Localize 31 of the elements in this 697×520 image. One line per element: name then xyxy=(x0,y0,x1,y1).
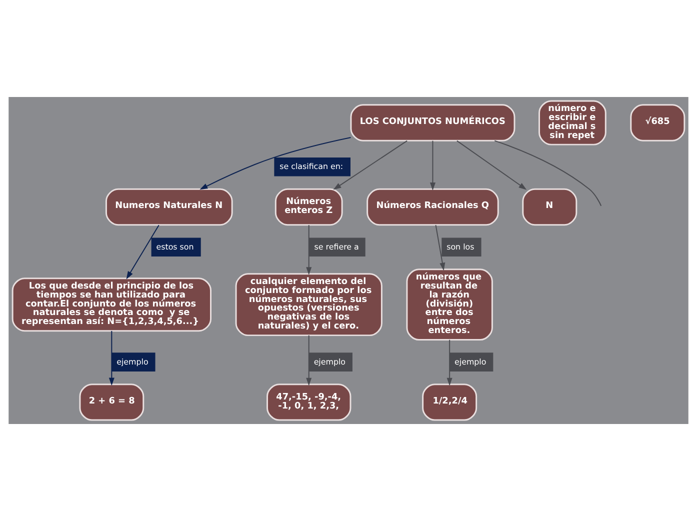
node-box: Números Racionales Q xyxy=(366,188,499,226)
node-box: Los que desde el principio de los tiempos se han utilizado para contar.El conjunto de los números naturales se denota como y se representan así: N={1,2,3,4,5,6...} xyxy=(12,277,212,332)
node-box: N xyxy=(522,188,578,226)
node-box: número e escribir e decimal s sin repet xyxy=(538,100,606,145)
node-box: Numeros Naturales N xyxy=(105,188,233,226)
node-box: 1/2,2/4 xyxy=(422,383,478,420)
arrow xyxy=(456,140,527,190)
arrow xyxy=(200,136,352,190)
node-box: √685 xyxy=(630,104,686,141)
edge-label: ejemplo xyxy=(314,356,346,366)
arrow xyxy=(126,224,160,279)
node-box: cualquier elemento del conjunto formado por los números naturales, sus opuestos (versiones negativas de los naturales) y el cero. xyxy=(235,272,382,336)
arrow xyxy=(333,140,408,190)
node-box: LOS CONJUNTOS NUMÉRICOS xyxy=(350,104,516,141)
node-box: 47,-15, -9,-4, -1, 0, 1, 2,3, xyxy=(266,383,352,420)
edge-label: se clasifican en: xyxy=(280,162,344,171)
arrow xyxy=(446,338,452,386)
arrow xyxy=(306,334,312,386)
arrow xyxy=(306,224,312,274)
edge-label: ejemplo xyxy=(454,356,486,366)
edge-label: se refiere a xyxy=(314,242,359,251)
arrow xyxy=(430,140,436,190)
arrow xyxy=(108,330,114,386)
edge-label: ejemplo xyxy=(116,356,148,366)
edge-label: son los xyxy=(446,242,474,251)
arrow xyxy=(435,224,446,270)
node-box: 2 + 6 = 8 xyxy=(79,383,144,420)
connector xyxy=(494,140,602,206)
node-box: Números enteros Z xyxy=(274,188,343,226)
node-box: números que resultan de la razón (división) entre dos números enteros. xyxy=(406,268,493,340)
edge-label: estos son xyxy=(156,242,194,251)
